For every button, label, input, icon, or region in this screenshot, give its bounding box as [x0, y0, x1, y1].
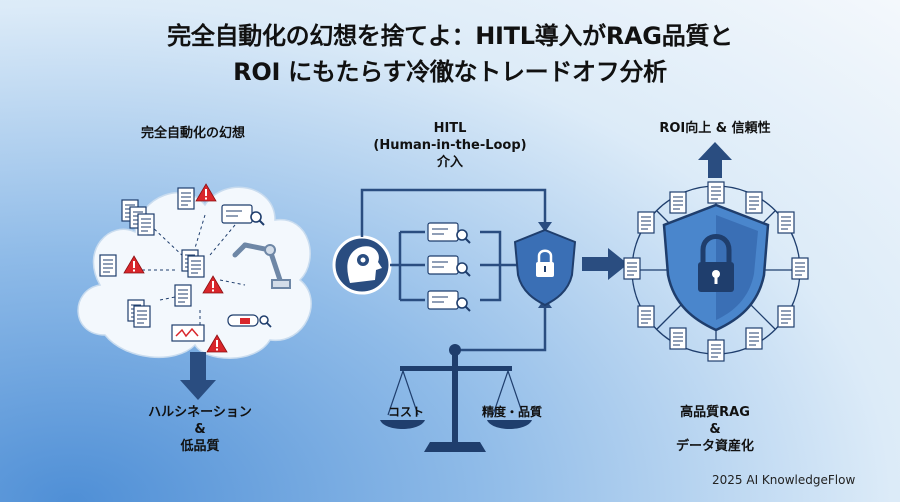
broken-chart-icon — [171, 324, 205, 342]
doc-icon — [174, 284, 192, 307]
doc-icon — [637, 305, 655, 328]
middle-heading-line-2: (Human-in-the-Loop) — [373, 138, 527, 153]
doc-icon — [791, 257, 809, 280]
right-result-line-1: 高品質RAG — [680, 405, 750, 420]
left-result-line-3: 低品質 — [180, 439, 220, 454]
review-card-icon — [427, 222, 471, 244]
down-arrow-icon — [180, 352, 216, 400]
doc-icon — [777, 211, 795, 234]
review-card-icon — [427, 255, 471, 277]
scale-left-label: コスト — [387, 405, 424, 419]
review-card-icon — [427, 290, 471, 312]
doc-icon — [187, 255, 205, 278]
arrow-head — [538, 222, 552, 232]
large-shield-icon — [662, 203, 770, 332]
footer-credit: 2025 AI KnowledgeFlow — [712, 473, 856, 487]
doc-icon — [745, 327, 763, 350]
doc-icon — [777, 305, 795, 328]
right-heading: ROI向上 & 信頼性 — [659, 121, 771, 136]
left-heading: 完全自動化の幻想 — [140, 126, 245, 141]
doc-icon — [177, 187, 195, 210]
doc-icon — [745, 191, 763, 214]
middle-heading-line-1: HITL — [433, 121, 467, 136]
human-gear-icon — [332, 235, 392, 295]
right-arrow-icon — [582, 248, 628, 280]
doc-icon — [707, 181, 725, 204]
right-result-line-3: データ資産化 — [675, 439, 754, 454]
doc-icon — [137, 213, 155, 236]
cloud-connectors — [130, 214, 246, 325]
right-result-line-2: & — [709, 422, 721, 437]
up-arrow-icon — [698, 142, 732, 178]
doc-icon — [707, 339, 725, 362]
middle-heading-line-3: 介入 — [436, 155, 463, 170]
doc-icon — [133, 305, 151, 328]
shield-lock-icon — [513, 228, 577, 307]
title-line-2: ROI にもたらす冷徹なトレードオフ分析 — [233, 58, 667, 86]
left-result-line-1: ハルシネーション — [148, 405, 252, 420]
left-result-line-2: & — [194, 422, 206, 437]
title-line-1: 完全自動化の幻想を捨てよ：HITL導入がRAG品質と — [167, 22, 733, 50]
doc-icon — [669, 191, 687, 214]
doc-icon — [637, 211, 655, 234]
scale-right-label: 精度・品質 — [481, 405, 542, 419]
robot-arm-icon — [232, 242, 291, 289]
flow-lines — [360, 188, 547, 352]
search-bar-icon — [227, 314, 272, 328]
warning-icon — [195, 183, 217, 202]
doc-icon — [623, 257, 641, 280]
doc-icon — [99, 254, 117, 277]
doc-icon — [669, 327, 687, 350]
balance-scale-icon — [380, 344, 532, 452]
